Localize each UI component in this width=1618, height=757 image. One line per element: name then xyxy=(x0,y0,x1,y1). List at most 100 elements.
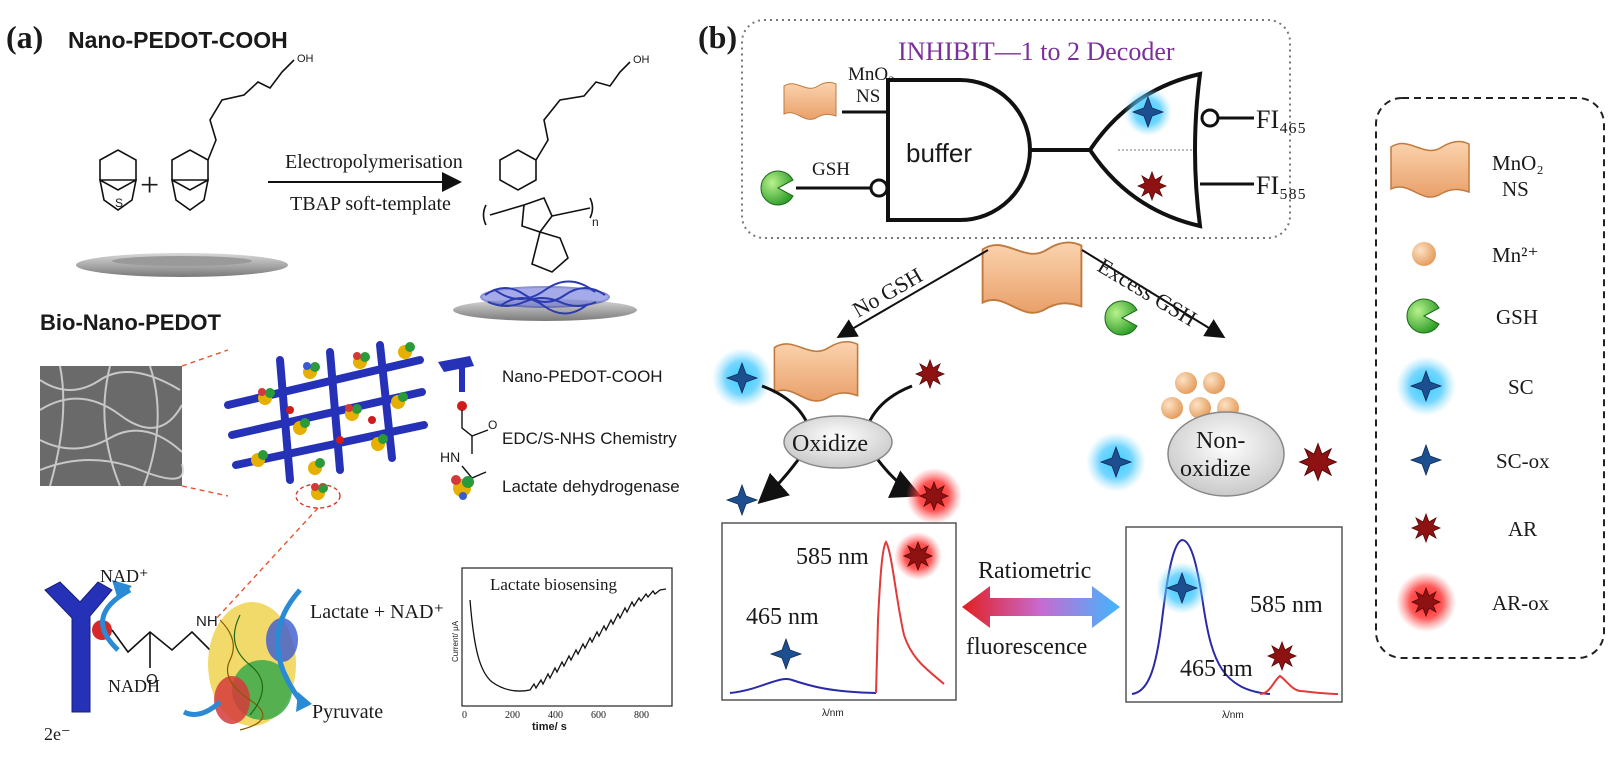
right-spectrum-red-curve xyxy=(1259,674,1339,695)
non-oxidize-node xyxy=(1167,411,1285,497)
oh-label: OH xyxy=(297,53,314,65)
right-spectrum-ar-icon xyxy=(1267,641,1297,671)
linker-nh-label: NH xyxy=(196,613,218,630)
inset-xticks: 0 200 400 600 800 xyxy=(462,710,649,721)
inset-xtick-200: 200 xyxy=(505,710,520,721)
flow-ar-ox-icon xyxy=(919,481,949,511)
lactate-inset-chart: Lactate biosensing Current/ μA time/ s 0… xyxy=(451,567,673,733)
decoder-ar-icon xyxy=(1137,171,1167,201)
n-label: n xyxy=(592,215,599,229)
oxidize-node xyxy=(783,415,893,469)
inset-xlabel: time/ s xyxy=(532,721,567,733)
lactate-nad-label: Lactate + NAD⁺ xyxy=(310,601,444,623)
ratiometric-label-2: fluorescence xyxy=(966,634,1087,660)
right-spectrum-585: 585 nm xyxy=(1250,592,1323,618)
non-oxidize-label-1: Non- xyxy=(1196,428,1245,454)
enzyme-clusters xyxy=(251,342,415,500)
right-spectrum-blue-curve xyxy=(1131,538,1271,695)
linker-o-label: O xyxy=(146,671,158,688)
left-spectrum-xlabel: λ/nm xyxy=(822,708,844,719)
inset-xtick-400: 400 xyxy=(548,710,563,721)
legend-gsh-label: GSH xyxy=(1496,305,1538,329)
legend-gsh-icon xyxy=(1406,298,1440,334)
left-spectrum-465: 465 nm xyxy=(746,604,819,630)
legend-mno2-icon xyxy=(1390,140,1470,198)
zoom-line-enzyme xyxy=(214,507,319,621)
legend-o-label: O xyxy=(488,418,497,432)
legend-ns-label: NS xyxy=(1502,177,1529,201)
left-spectrum-585: 585 nm xyxy=(796,544,869,570)
output-fi585-label: FI₅₈₅ xyxy=(1256,171,1306,200)
logic-input-mno2-icon xyxy=(783,81,837,120)
legend-edc-chemistry: EDC/S-NHS Chemistry xyxy=(502,429,677,448)
arrow-no-gsh xyxy=(836,249,989,339)
panel-b: (b) INHIBIT—1 to 2 Decoder MnO₂ NS GSH b… xyxy=(698,19,1605,721)
oxidize-label: Oxidize xyxy=(792,431,868,457)
nadh-label: NADH xyxy=(108,676,160,696)
inset-xtick-0: 0 xyxy=(462,710,467,721)
edot-monomer-structure xyxy=(99,149,137,211)
inset-ylabel: Current/ μA xyxy=(451,620,460,662)
non-oxidize-label-2: oxidize xyxy=(1180,456,1251,482)
arrow-lactate-curve xyxy=(275,588,303,702)
legend-ar-ox-icon xyxy=(1411,587,1441,617)
sem-zoom-line-top xyxy=(181,349,229,367)
arrow-label-electropolymerisation: Electropolymerisation xyxy=(285,151,463,173)
electrode-disc-left-top xyxy=(112,256,252,266)
flow-ar-right-icon xyxy=(1299,443,1337,481)
plus-sign: + xyxy=(140,167,159,204)
nano-pedot-cooh-title: Nano-PEDOT-COOH xyxy=(68,27,288,53)
right-spectrum-xlabel: λ/nm xyxy=(1222,710,1244,721)
legend-fiber-icon xyxy=(438,356,474,372)
logic-input-gsh-icon xyxy=(760,170,794,206)
amide-linker xyxy=(111,629,211,668)
panel-b-legend-box xyxy=(1375,97,1605,659)
ratiometric-label-1: Ratiometric xyxy=(978,558,1091,584)
flow-mno2-sheet xyxy=(981,241,1083,314)
panel-a: (a) Nano-PEDOT-COOH S + OH Electropolyme… xyxy=(6,19,680,744)
legend-sc-ox-icon xyxy=(1410,444,1442,476)
buffer-label: buffer xyxy=(906,138,972,168)
arrow-label-tbap: TBAP soft-template xyxy=(290,193,451,215)
electrons-label: 2e⁻ xyxy=(44,724,71,744)
inset-xtick-800: 800 xyxy=(634,710,649,721)
ratiometric-arrow xyxy=(962,586,1120,628)
left-spectrum-blue-curve xyxy=(729,678,877,694)
panel-b-legend: MnO₂ NS Mn²⁺ GSH SC SC-ox AR AR-ox xyxy=(1390,140,1550,632)
zoom-circle xyxy=(295,483,341,509)
panel-b-label: (b) xyxy=(698,19,737,55)
output-fi465-label: FI₄₆₅ xyxy=(1256,105,1306,134)
legend-sc-ox-label: SC-ox xyxy=(1496,449,1550,473)
legend-ar-icon xyxy=(1411,513,1441,543)
left-spectrum-box: 585 nm 465 nm λ/nm xyxy=(721,522,957,719)
legend-ar-label: AR xyxy=(1508,517,1537,541)
legend-mno2-label: MnO₂ xyxy=(1492,151,1544,175)
flow-sc-ox-icon xyxy=(726,484,758,516)
edot-cooh-monomer-structure xyxy=(171,59,295,211)
output-bubble xyxy=(1200,108,1220,128)
legend-sc-label: SC xyxy=(1508,375,1534,399)
logic-gate-box xyxy=(741,19,1291,239)
edot-sulfur: S xyxy=(115,196,123,210)
right-spectrum-465: 465 nm xyxy=(1180,656,1253,682)
logic-input-mno2-label: MnO₂ xyxy=(848,64,895,85)
logic-title: INHIBIT—1 to 2 Decoder xyxy=(898,37,1175,66)
inset-current-trace xyxy=(469,588,667,692)
inhibit-bubble xyxy=(869,178,889,198)
right-spectrum-box: 585 nm 465 nm λ/nm xyxy=(1125,526,1343,721)
pyruvate-label: Pyruvate xyxy=(312,701,383,723)
flow-mno2-left-sheet xyxy=(773,340,859,402)
left-spectrum-red-curve xyxy=(875,540,945,694)
sem-zoom-line-bottom xyxy=(181,485,229,497)
legend-nano-pedot-cooh: Nano-PEDOT-COOH xyxy=(502,367,663,386)
inset-frame xyxy=(461,567,673,707)
logic-input-ns-label: NS xyxy=(856,86,880,107)
sem-fiber-texture xyxy=(39,365,185,487)
and-gate-buffer xyxy=(886,78,1032,222)
flow-gsh-icon xyxy=(1104,300,1138,336)
logic-input-gsh-label: GSH xyxy=(812,159,850,180)
legend-red-dot xyxy=(457,401,467,411)
legend-hn-label: HN xyxy=(440,449,460,465)
legend-lactate-dehydrogenase: Lactate dehydrogenase xyxy=(502,477,680,496)
